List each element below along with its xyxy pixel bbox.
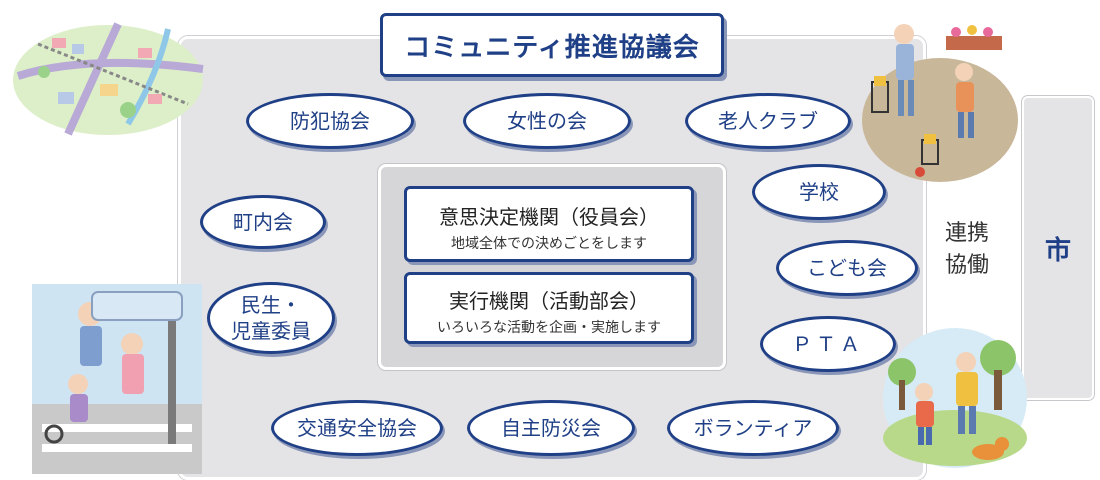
org-traffic-safety-association-label: 交通安全協会 <box>297 416 417 440</box>
org-childrens-association: こども会 <box>776 240 918 296</box>
org-womens-association-label: 女性の会 <box>507 109 587 133</box>
children-playing-illustration <box>883 328 1027 468</box>
org-volunteers: ボランティア <box>667 400 839 456</box>
city-column: 市 <box>1022 96 1094 400</box>
org-pta-label: ＰＴＡ <box>792 332 864 356</box>
org-school-label: 学校 <box>799 180 839 204</box>
cooperation-label: 連携 協働 <box>930 218 1004 296</box>
org-womens-association: 女性の会 <box>463 93 631 149</box>
org-crime-prevention: 防犯協会 <box>246 93 414 149</box>
decision-body-name: 意思決定機関（役員会） <box>439 205 659 229</box>
org-pta: ＰＴＡ <box>760 316 896 372</box>
decision-body-box: 意思決定機関（役員会） 地域全体での決めごとをします <box>404 186 694 262</box>
city-label: 市 <box>1044 235 1071 266</box>
cooperation-line2: 協働 <box>944 252 989 278</box>
execution-body-description: いろいろな活動を企画・実施します <box>437 320 661 336</box>
town-map-illustration <box>13 22 204 136</box>
gateball-illustration <box>862 24 1018 182</box>
org-voluntary-disaster-prevention: 自主防災会 <box>467 400 635 456</box>
execution-body-name: 実行機関（活動部会） <box>449 289 649 313</box>
org-childrens-association-label: こども会 <box>807 256 887 280</box>
org-welfare-commissioners-label: 民生・ 児童委員 <box>231 292 311 344</box>
org-welfare-commissioners-line2: 児童委員 <box>231 319 311 343</box>
execution-body-box: 実行機関（活動部会） いろいろな活動を企画・実施します <box>404 272 694 344</box>
org-neighborhood-association-label: 町内会 <box>233 210 293 234</box>
council-title: コミュニティ推進協議会 <box>380 13 724 77</box>
council-title-text: コミュニティ推進協議会 <box>404 32 700 63</box>
org-traffic-safety-association: 交通安全協会 <box>271 400 443 456</box>
org-neighborhood-association: 町内会 <box>200 195 326 249</box>
decision-body-description: 地域全体での決めごとをします <box>451 236 647 252</box>
org-voluntary-disaster-prevention-label: 自主防災会 <box>501 416 601 440</box>
org-seniors-club: 老人クラブ <box>685 93 851 149</box>
org-welfare-commissioners: 民生・ 児童委員 <box>207 282 335 354</box>
org-volunteers-label: ボランティア <box>693 416 813 440</box>
crossing-guard-illustration <box>32 284 202 474</box>
org-crime-prevention-label: 防犯協会 <box>290 109 370 133</box>
org-welfare-commissioners-line1: 民生・ <box>241 293 301 317</box>
cooperation-line1: 連携 <box>944 221 989 246</box>
org-seniors-club-label: 老人クラブ <box>718 109 818 133</box>
org-school: 学校 <box>752 164 886 220</box>
